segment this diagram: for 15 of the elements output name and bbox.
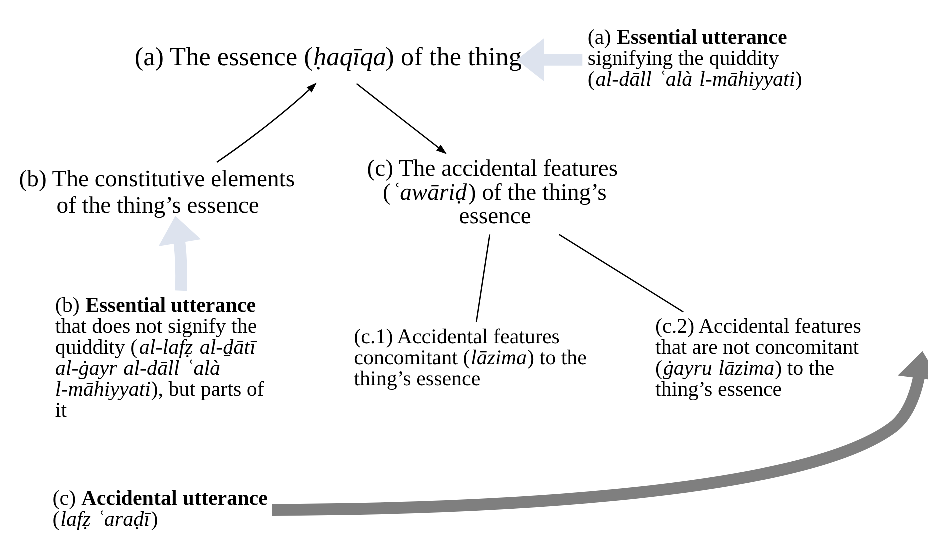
arrow bbox=[272, 350, 928, 516]
arrow bbox=[216, 82, 317, 162]
connector bbox=[476, 234, 491, 322]
node-text: (c.2) Accidental features that are not concomitant (ġayru lāzima) to the thing’s essence bbox=[656, 313, 862, 400]
arrow bbox=[516, 38, 583, 82]
node-text: (a) The essence (ḥaqīqa) of the thing bbox=[134, 42, 522, 71]
arrow bbox=[356, 82, 447, 154]
node-text: (c) Accidental utterance (lafẓ ʿaraḍī) bbox=[52, 485, 268, 530]
node-text: (b) Essential utterance that does not signify the quiddity (al-lafẓ al-ḏātī al-ġayr al-dāll ʿalà l-māhiyyati), but parts of it bbox=[55, 292, 264, 422]
arrow bbox=[158, 216, 202, 291]
node-text: (c.1) Accidental features concomitant (lāzima) to the thing’s essence bbox=[354, 324, 587, 390]
node-text: (a) Essential utterance signifying the quiddity (al-dāll ʿalà l-māhiyyati) bbox=[588, 24, 802, 91]
node-text: (b) The constitutive elements of the thing’s essence bbox=[19, 166, 296, 218]
connector bbox=[558, 234, 684, 312]
node-text: (c) The accidental features (ʿawāriḍ) of the thing’s essence bbox=[367, 156, 618, 229]
